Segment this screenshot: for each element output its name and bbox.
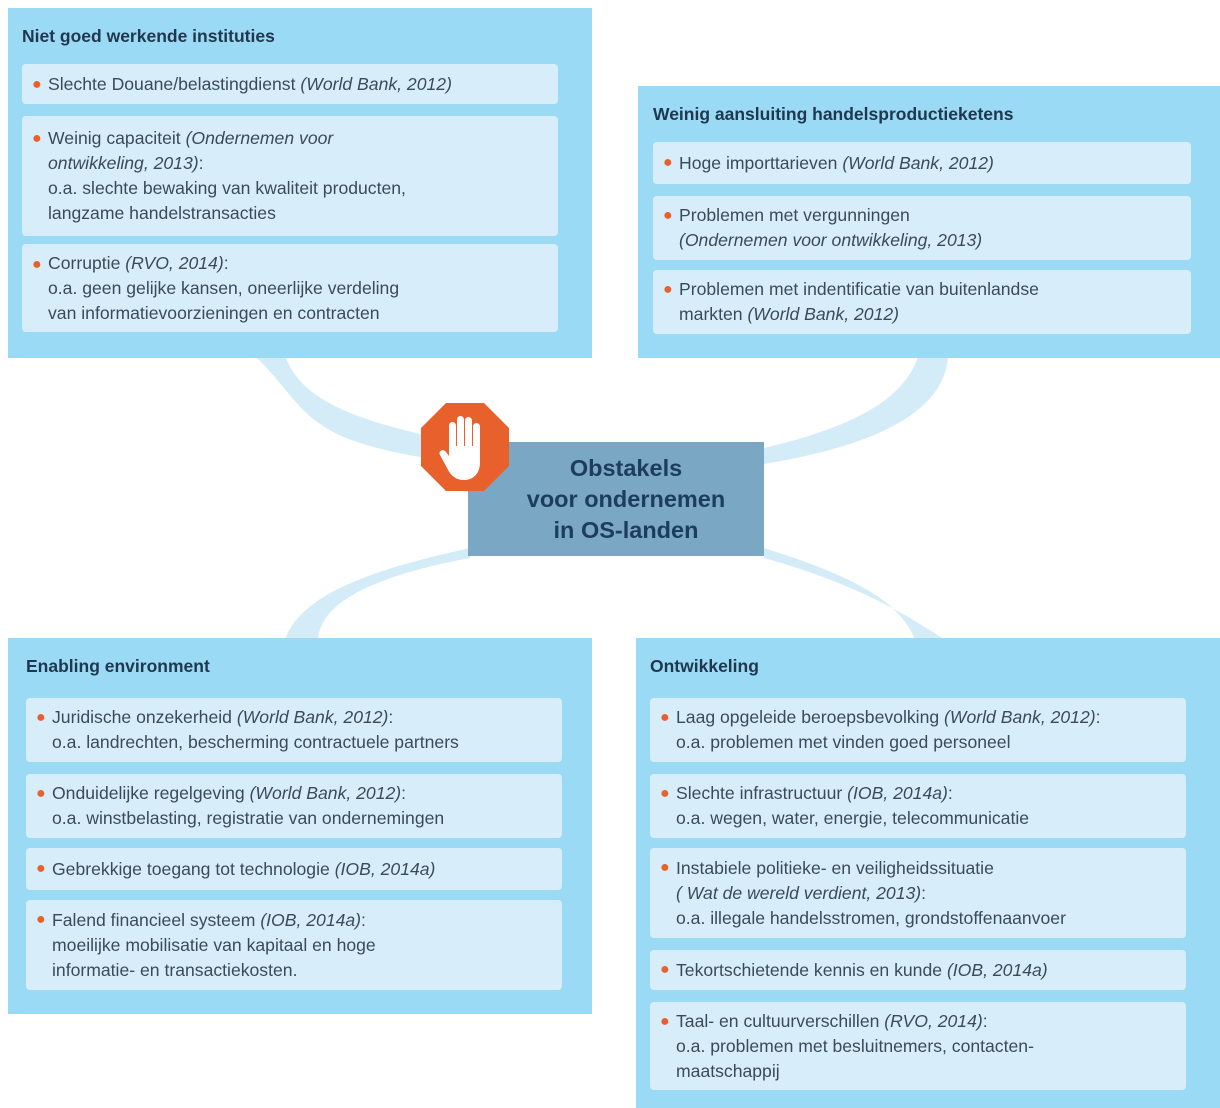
connector-bottom-right xyxy=(764,548,945,640)
list-item: ● Juridische onzekerheid (World Bank, 20… xyxy=(26,698,562,762)
list-item: ● Slechte Douane/belastingdienst (World … xyxy=(22,64,558,104)
list-item: ● Slechte infrastructuur (IOB, 2014a): o… xyxy=(650,774,1186,838)
stop-hand-icon xyxy=(421,403,509,491)
bullet-icon: ● xyxy=(32,256,42,273)
bullet-icon: ● xyxy=(660,709,670,726)
list-item: ● Falend financieel systeem (IOB, 2014a)… xyxy=(26,900,562,990)
list-item: ● Onduidelijke regelgeving (World Bank, … xyxy=(26,774,562,838)
list-item: ● Laag opgeleide beroepsbevolking (World… xyxy=(650,698,1186,762)
list-item: ● Hoge importtarieven (World Bank, 2012) xyxy=(653,142,1191,184)
list-item: ● Problemen met indentificatie van buite… xyxy=(653,270,1191,334)
list-item: ● Weinig capaciteit (Ondernemen voor ont… xyxy=(22,116,558,236)
connector-top-left xyxy=(255,356,468,460)
bullet-icon: ● xyxy=(32,76,42,93)
bullet-icon: ● xyxy=(36,709,46,726)
center-title-line: voor ondernemen xyxy=(526,485,726,512)
panel-weinig-aansluiting: Weinig aansluiting handelsproductieketen… xyxy=(638,86,1220,358)
panel-niet-goed-werkende-instituties: Niet goed werkende instituties ● Slechte… xyxy=(8,8,592,358)
list-item: ● Instabiele politieke- en veiligheidssi… xyxy=(650,848,1186,938)
center-box: Obstakels voor ondernemen in OS-landen xyxy=(468,442,764,556)
panel-ontwikkeling: Ontwikkeling ● Laag opgeleide beroepsbev… xyxy=(636,638,1220,1108)
list-item: ● Problemen met vergunningen (Ondernemen… xyxy=(653,196,1191,260)
bullet-icon: ● xyxy=(36,911,46,928)
bullet-icon: ● xyxy=(660,961,670,978)
center-title-line: Obstakels xyxy=(569,454,683,481)
list-item: ● Taal- en cultuurverschillen (RVO, 2014… xyxy=(650,1002,1186,1090)
bullet-icon: ● xyxy=(660,859,670,876)
panel-title: Niet goed werkende instituties xyxy=(22,26,275,46)
list-item: ● Corruptie (RVO, 2014): o.a. geen gelij… xyxy=(22,244,558,332)
bullet-icon: ● xyxy=(663,154,673,171)
center-title-line: in OS-landen xyxy=(553,516,699,543)
bullet-icon: ● xyxy=(660,1013,670,1030)
connector-top-right xyxy=(764,356,948,464)
panel-title: Ontwikkeling xyxy=(650,656,759,676)
bullet-icon: ● xyxy=(663,207,673,224)
bullet-icon: ● xyxy=(663,281,673,298)
bullet-icon: ● xyxy=(32,130,42,147)
connector-bottom-left xyxy=(285,548,470,640)
panel-title: Weinig aansluiting handelsproductieketen… xyxy=(653,104,1014,124)
bullet-icon: ● xyxy=(36,785,46,802)
panel-title: Enabling environment xyxy=(26,656,210,676)
bullet-icon: ● xyxy=(660,785,670,802)
list-item: ● Gebrekkige toegang tot technologie (IO… xyxy=(26,848,562,890)
panel-enabling-environment: Enabling environment ● Juridische onzeke… xyxy=(8,638,592,1014)
bullet-icon: ● xyxy=(36,860,46,877)
list-item: ● Tekortschietende kennis en kunde (IOB,… xyxy=(650,950,1186,990)
